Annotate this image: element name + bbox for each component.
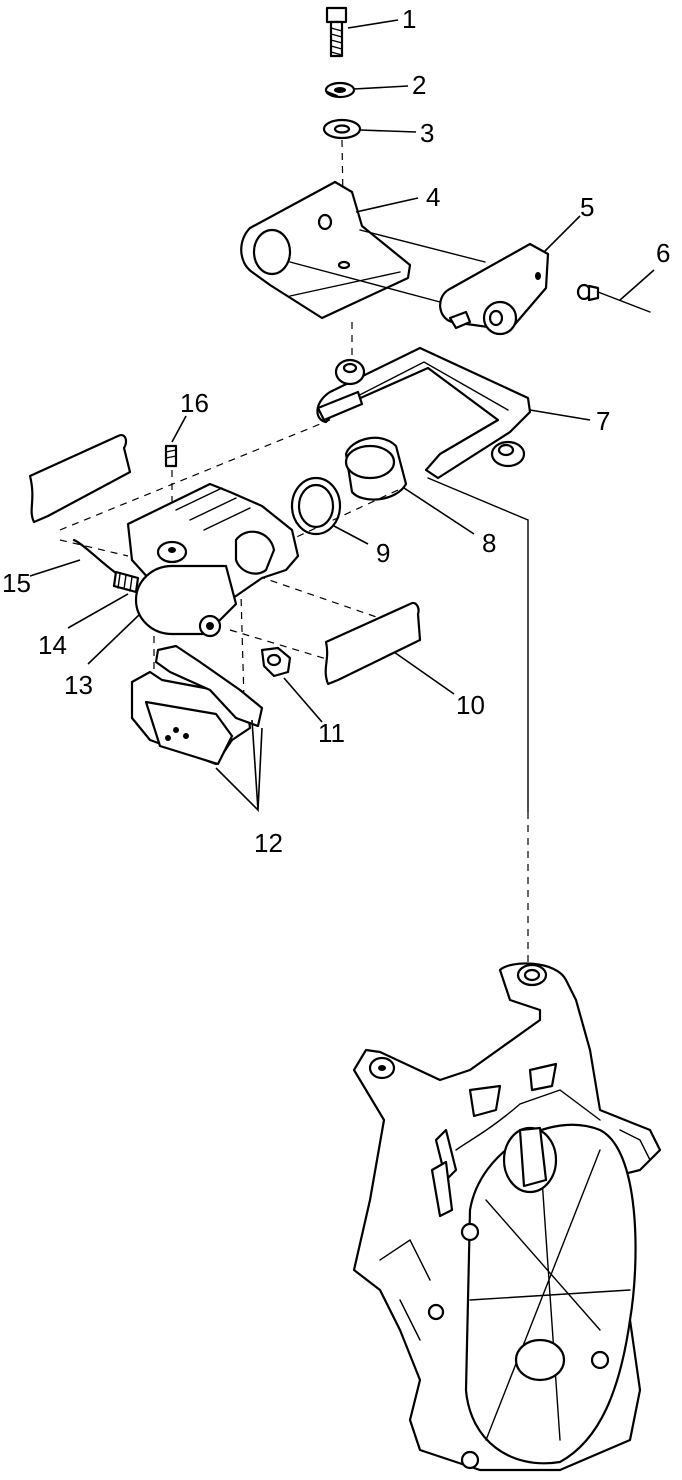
dashed-line-g bbox=[239, 559, 245, 701]
dashed-line-a bbox=[59, 419, 331, 531]
part-5-pivot-block bbox=[439, 242, 550, 336]
callout-8: 8 bbox=[482, 528, 496, 558]
part-12-brake-pads bbox=[130, 644, 264, 766]
link-line-4-5b bbox=[289, 261, 441, 303]
callout-6: 6 bbox=[656, 238, 670, 268]
callout-15: 15 bbox=[2, 568, 31, 598]
callout-5: 5 bbox=[580, 192, 594, 222]
part-9-seal-ring bbox=[290, 476, 342, 536]
part-16-bleed-screw bbox=[164, 444, 178, 468]
callout-2: 2 bbox=[412, 70, 426, 100]
leader-lines bbox=[29, 19, 655, 813]
part-11-nut bbox=[260, 646, 292, 678]
assembly-line-lower bbox=[427, 477, 529, 813]
part-7-mounting-frame bbox=[316, 346, 532, 480]
callout-labels: 1 2 3 4 5 6 7 8 9 10 11 12 13 14 15 16 bbox=[2, 4, 670, 858]
callout-10: 10 bbox=[456, 690, 485, 720]
callout-12: 12 bbox=[254, 828, 283, 858]
callout-14: 14 bbox=[38, 630, 67, 660]
dashed-line-d bbox=[229, 629, 331, 661]
dashed-line-c bbox=[245, 571, 421, 633]
part-14-caliper-housing bbox=[134, 564, 238, 638]
callout-1: 1 bbox=[402, 4, 416, 34]
part-10-pad-shim bbox=[324, 601, 422, 686]
part-3-flat-washer bbox=[322, 118, 362, 140]
part-8-piston bbox=[344, 436, 408, 501]
part-4-mount-bracket bbox=[240, 180, 412, 320]
callout-13: 13 bbox=[64, 670, 93, 700]
dashed-line-b bbox=[59, 539, 129, 557]
part-2-lock-washer bbox=[324, 81, 356, 99]
dashed-line-e bbox=[289, 489, 399, 541]
callout-4: 4 bbox=[426, 182, 440, 212]
part-1-bolt bbox=[325, 6, 348, 58]
callout-16: 16 bbox=[180, 388, 209, 418]
lower-housing bbox=[352, 962, 662, 1472]
callout-7: 7 bbox=[596, 406, 610, 436]
callout-3: 3 bbox=[420, 118, 434, 148]
callout-9: 9 bbox=[376, 538, 390, 568]
link-line-4-5a bbox=[359, 229, 486, 263]
callout-11: 11 bbox=[318, 718, 345, 748]
part-6-screw bbox=[576, 283, 651, 313]
pad-shim-upper bbox=[28, 434, 132, 524]
part-15-brake-line bbox=[72, 538, 140, 594]
